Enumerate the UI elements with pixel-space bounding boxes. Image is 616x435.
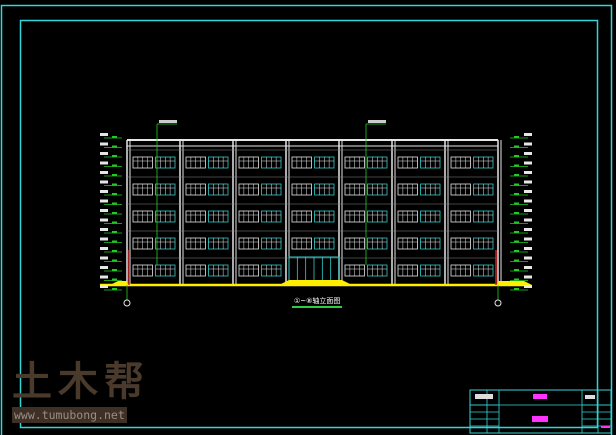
elevation-label-mark <box>524 275 532 279</box>
inner-frame-border <box>19 19 599 429</box>
elevation-label-mark <box>524 142 532 146</box>
elevation-label-mark <box>524 171 532 174</box>
elevation-label-mark <box>100 228 108 231</box>
elevation-value-mark <box>112 259 117 262</box>
elevation-label-mark <box>100 133 108 136</box>
elevation-value-mark <box>112 183 117 186</box>
elevation-value-mark <box>112 164 117 167</box>
elevation-value-mark <box>514 288 519 290</box>
elevation-label-mark <box>100 171 108 174</box>
elevation-label-mark <box>524 199 532 203</box>
elevation-label-mark <box>100 256 108 260</box>
elevation-value-mark <box>112 193 117 195</box>
elevation-label-mark <box>524 161 532 165</box>
watermark-url: www.tumubong.net <box>12 407 127 423</box>
title-block-label-mark <box>475 394 493 399</box>
elevation-value-mark <box>112 240 117 243</box>
axis-marker-8 <box>494 299 502 307</box>
elevation-value-mark <box>514 240 519 243</box>
elevation-value-mark <box>112 212 117 214</box>
elevation-value-mark <box>514 202 519 205</box>
elevation-label-mark <box>100 180 108 184</box>
note-text-mark <box>159 120 177 123</box>
elevation-value-mark <box>514 136 519 138</box>
elevation-label-mark <box>524 256 532 260</box>
elevation-value-mark <box>514 221 519 224</box>
watermark: 土木帮 www.tumubong.net <box>12 360 162 423</box>
elevation-value-mark <box>112 174 117 176</box>
elevation-label-mark <box>524 266 532 269</box>
elevation-value-mark <box>514 183 519 186</box>
elevation-label-mark <box>524 237 532 241</box>
elevation-label-mark <box>100 247 108 250</box>
elevation-value-mark <box>514 231 519 233</box>
elevation-value-mark <box>112 221 117 224</box>
elevation-value-mark <box>112 136 117 138</box>
elevation-label-mark <box>100 237 108 241</box>
elevation-label-mark <box>524 152 532 155</box>
elevation-label-mark <box>100 161 108 165</box>
title-block <box>469 389 612 434</box>
watermark-logo: 土木帮 <box>12 359 150 405</box>
elevation-label-mark <box>100 190 108 193</box>
scale-mark <box>601 426 610 428</box>
elevation-value-mark <box>112 269 117 271</box>
elevation-value-mark <box>112 145 117 148</box>
note-text-mark <box>368 120 386 123</box>
elevation-value-mark <box>514 278 519 281</box>
elevation-label-mark <box>524 133 532 136</box>
elevation-value-mark <box>514 174 519 176</box>
elevation-label-mark <box>524 285 532 288</box>
left-plinth <box>110 281 127 285</box>
drawing-no-mark <box>585 395 595 399</box>
axis-marker-1 <box>123 299 131 307</box>
elevation-value-mark <box>112 278 117 281</box>
elevation-title: ①~⑧轴立面图 <box>292 296 343 308</box>
project-name-mark <box>533 394 547 399</box>
elevation-value-mark <box>514 193 519 195</box>
elevation-value-mark <box>112 288 117 290</box>
elevation-value-mark <box>112 231 117 233</box>
elevation-label-mark <box>100 218 108 222</box>
elevation-label-mark <box>524 218 532 222</box>
elevation-label-mark <box>100 285 108 288</box>
elevation-label-mark <box>100 209 108 212</box>
elevation-value-mark <box>514 269 519 271</box>
elevation-label-mark <box>524 180 532 184</box>
outer-frame-border <box>0 4 613 435</box>
elevation-label-mark <box>524 228 532 231</box>
right-plinth <box>498 281 532 285</box>
elevation-value-mark <box>514 259 519 262</box>
elevation-label-mark <box>100 266 108 269</box>
elevation-label-mark <box>524 190 532 193</box>
elevation-value-mark <box>112 155 117 157</box>
elevation-value-mark <box>514 145 519 148</box>
elevation-label-mark <box>100 142 108 146</box>
elevation-label-mark <box>100 199 108 203</box>
elevation-value-mark <box>112 250 117 252</box>
drawing-name-mark <box>532 416 548 422</box>
elevation-value-mark <box>514 164 519 167</box>
elevation-label-mark <box>524 247 532 250</box>
elevation-value-mark <box>514 212 519 214</box>
elevation-label-mark <box>100 275 108 279</box>
elevation-label-mark <box>524 209 532 212</box>
elevation-value-mark <box>112 202 117 205</box>
elevation-value-mark <box>514 155 519 157</box>
elevation-label-mark <box>100 152 108 155</box>
elevation-value-mark <box>514 250 519 252</box>
